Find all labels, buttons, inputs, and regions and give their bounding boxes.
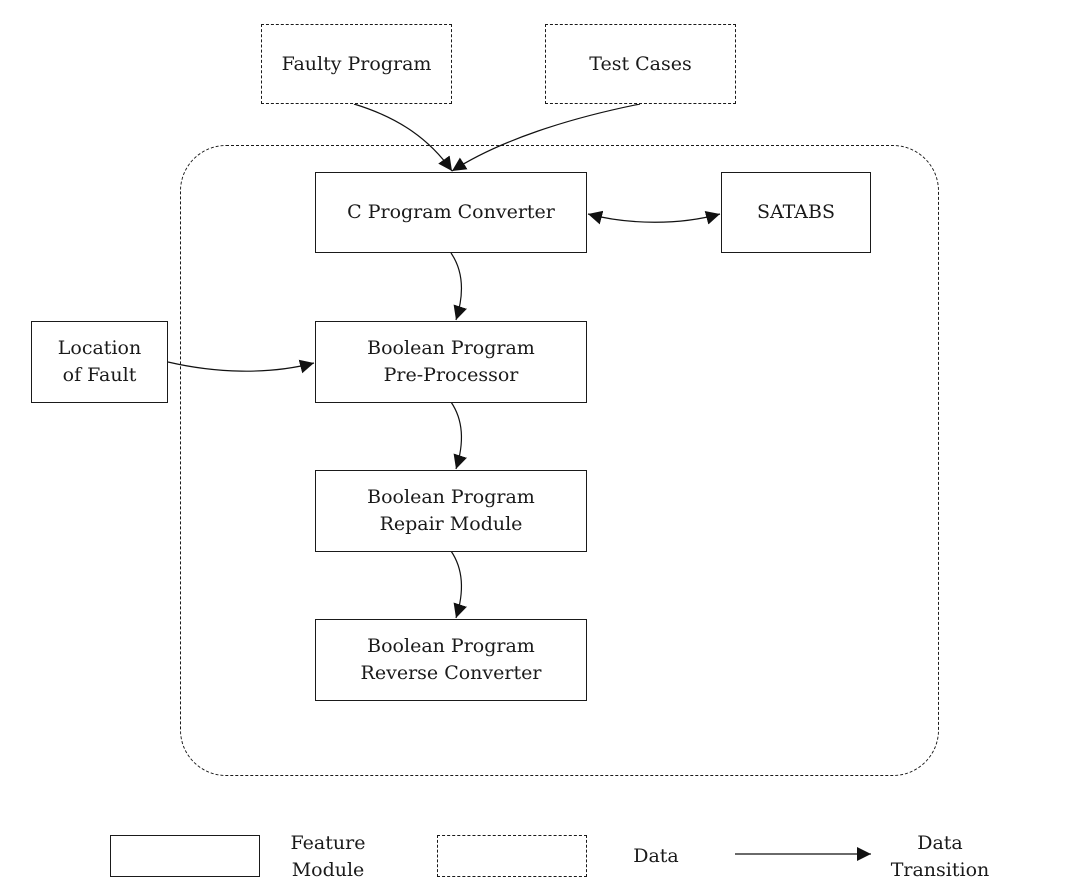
reverse-converter-line-1: Boolean Program xyxy=(367,635,535,657)
location-of-fault-line-2: of Fault xyxy=(62,364,137,386)
boolean-program-repair-module: Boolean Program Repair Module xyxy=(315,470,587,552)
edge-tests-to-converter xyxy=(451,103,641,172)
repair-line-1: Boolean Program xyxy=(367,486,535,508)
legend-transition-line-1: Data xyxy=(917,832,963,854)
edge-repair-to-reverse xyxy=(450,550,467,619)
edge-location-to-preprocessor xyxy=(167,359,315,374)
c-program-converter-module: C Program Converter xyxy=(315,172,587,253)
reverse-converter-line-2: Reverse Converter xyxy=(360,662,542,684)
legend-feature-module-label: Feature Module xyxy=(272,830,384,884)
location-of-fault-module: Location of Fault xyxy=(31,321,168,403)
legend-feature-line-1: Feature xyxy=(290,832,366,854)
test-cases-label: Test Cases xyxy=(589,52,692,75)
c-program-converter-label: C Program Converter xyxy=(347,201,555,223)
preprocessor-line-1: Boolean Program xyxy=(367,337,535,359)
legend-feature-line-2: Module xyxy=(291,859,365,881)
boolean-program-reverse-converter-module: Boolean Program Reverse Converter xyxy=(315,619,587,701)
legend-data-transition-label: Data Transition xyxy=(872,830,1008,884)
legend-data-text: Data xyxy=(633,845,679,867)
faulty-program-data: Faulty Program xyxy=(261,24,452,104)
location-of-fault-line-1: Location xyxy=(57,337,142,359)
test-cases-data: Test Cases xyxy=(545,24,736,104)
system-boundary xyxy=(180,145,939,776)
satabs-module: SATABS xyxy=(721,172,871,253)
faulty-program-label: Faulty Program xyxy=(281,52,432,75)
legend-feature-module-swatch xyxy=(110,835,260,877)
legend-data-label: Data xyxy=(606,843,706,870)
edge-faulty-to-converter xyxy=(353,103,453,172)
legend-data-swatch xyxy=(437,835,587,877)
repair-line-2: Repair Module xyxy=(379,513,523,535)
satabs-label: SATABS xyxy=(756,201,836,223)
preprocessor-line-2: Pre-Processor xyxy=(383,364,519,386)
edge-preprocessor-to-repair xyxy=(450,401,467,470)
edge-converter-satabs xyxy=(587,210,721,225)
boolean-program-preprocessor-module: Boolean Program Pre-Processor xyxy=(315,321,587,403)
edge-converter-to-preprocessor xyxy=(450,252,467,321)
legend-transition-line-2: Transition xyxy=(890,859,990,881)
